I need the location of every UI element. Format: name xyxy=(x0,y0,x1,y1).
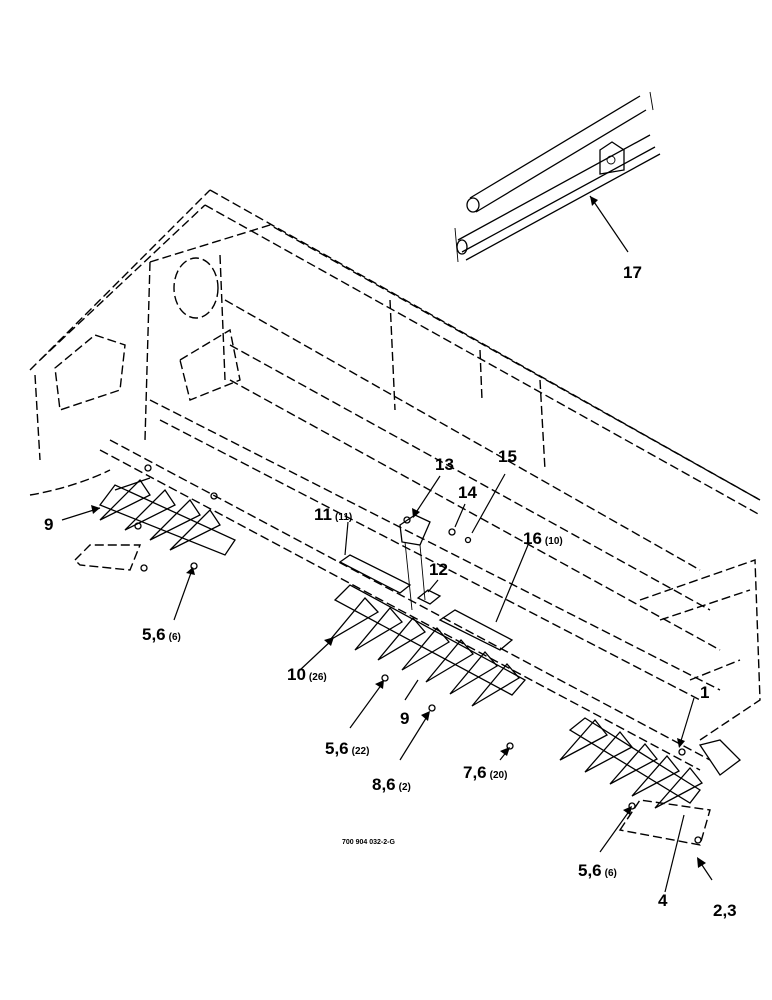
wear-plate xyxy=(438,609,514,651)
callout-9-left: 9 xyxy=(44,515,53,534)
left-guard-section xyxy=(74,464,236,572)
callout-2-3: 2,3 xyxy=(713,901,737,920)
right-guard-section xyxy=(559,717,741,846)
callout-9-center: 9 xyxy=(400,709,409,728)
leader-lines xyxy=(61,195,713,893)
callout-8-6: 8,6(2) xyxy=(372,775,411,794)
guard xyxy=(471,662,520,707)
center-guard-section xyxy=(329,514,527,750)
nut xyxy=(464,536,472,544)
callout-12: 12 xyxy=(429,560,448,579)
tube-assembly-inset xyxy=(454,91,661,263)
guard xyxy=(99,478,151,521)
guard xyxy=(584,730,633,773)
callout-11: 11(11) xyxy=(314,505,352,524)
knife-head-bracket xyxy=(399,514,431,546)
header-frame xyxy=(29,189,761,771)
callout-15: 15 xyxy=(498,447,517,466)
washer xyxy=(448,528,456,536)
guard xyxy=(654,766,703,809)
guard xyxy=(124,488,176,531)
callout-10: 10(26) xyxy=(287,665,327,684)
guard xyxy=(401,626,450,671)
callout-1: 1 xyxy=(700,683,709,702)
callout-14: 14 xyxy=(458,483,477,502)
callout-5-6-right: 5,6(6) xyxy=(578,861,617,880)
guard xyxy=(425,638,474,683)
drawing-number: 700 904 032-2-G xyxy=(342,839,395,846)
guard xyxy=(449,650,498,695)
hold-down-clip xyxy=(416,589,442,605)
guard xyxy=(329,597,380,641)
guard xyxy=(631,754,680,797)
guard xyxy=(149,498,201,541)
callout-5-6-center: 5,6(22) xyxy=(325,739,369,758)
callout-4: 4 xyxy=(658,891,668,910)
guard xyxy=(377,616,426,661)
callout-17: 17 xyxy=(623,263,642,282)
callouts: 17 13 15 14 11(11) 16(10) 12 9 5,6(6) 10… xyxy=(44,263,737,920)
callout-16: 16(10) xyxy=(523,529,563,548)
guard xyxy=(354,606,403,651)
guard xyxy=(559,718,608,761)
callout-5-6-left: 5,6(6) xyxy=(142,625,181,644)
callout-7-6: 7,6(20) xyxy=(463,763,507,782)
callout-13: 13 xyxy=(435,455,454,474)
wear-plate xyxy=(338,554,412,594)
guard xyxy=(169,508,221,551)
guard xyxy=(609,742,658,785)
